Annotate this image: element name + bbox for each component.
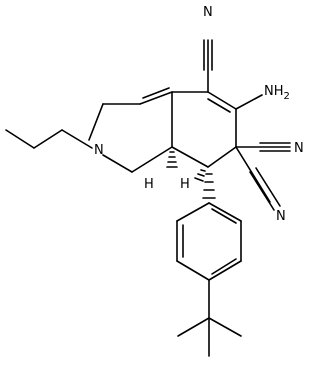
hashed-bond-c8-h — [194, 169, 206, 182]
phenyl-ring — [176, 202, 242, 281]
bond-propyl-1-2 — [33, 129, 63, 149]
bond-c4-c4a-inner — [142, 87, 170, 99]
bond-n2-c1 — [102, 154, 133, 173]
tert-butyl-group — [177, 279, 242, 357]
atom-h-c8: H — [180, 177, 190, 192]
bond-c5-c6-inner — [207, 98, 231, 113]
atom-h-c8a: H — [144, 177, 154, 192]
atom-nh2-label: NH2 — [264, 84, 290, 102]
bond-propyl-2-3 — [5, 129, 35, 149]
atom-n-nitrile-top: N — [203, 5, 213, 20]
bond-c8-c8a — [171, 146, 209, 168]
triple-cn-lower-b — [255, 167, 281, 207]
bond-n-propyl-1 — [61, 129, 93, 149]
atom-n-nitrile-lower: N — [276, 209, 286, 224]
triple-cn-lower-a — [249, 171, 275, 211]
bond-c5-c6 — [207, 91, 237, 110]
hashed-bond-c8a-h — [166, 151, 178, 168]
bond-n2-c3 — [88, 103, 104, 141]
bond-c4-c4a — [139, 91, 173, 105]
bond-c1-c8a — [131, 146, 173, 173]
bond-c7-c8 — [207, 146, 237, 168]
bond-c7-cn-lower — [235, 146, 271, 203]
atom-n-nitrile-right: N — [294, 141, 304, 156]
bond-c6-nh2 — [235, 94, 263, 110]
atom-n-ring: N — [94, 143, 104, 158]
hashed-bond-c8-aryl — [202, 173, 216, 199]
